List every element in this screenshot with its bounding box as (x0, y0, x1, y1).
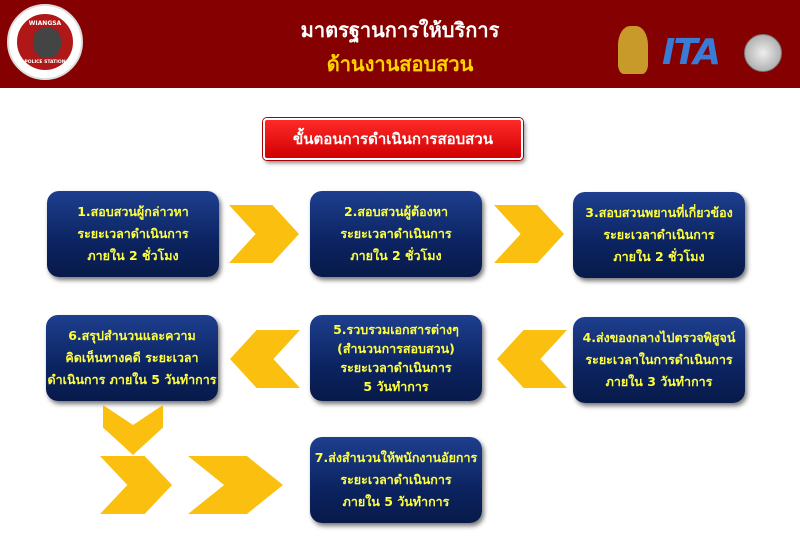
step-text-line: ระยะเวลาดำเนินการ (340, 472, 452, 487)
step-text-line: 3.สอบสวนพยานที่เกี่ยวข้อง (585, 205, 733, 220)
step-text-line: (สำนวนการสอบสวน) (337, 341, 455, 356)
step-text-line: ภายใน 2 ชั่วโมง (613, 249, 705, 264)
step-text-line: ระยะเวลาดำเนินการ (340, 360, 452, 375)
step-text-line: 2.สอบสวนผู้ต้องหา (343, 204, 449, 219)
step-4-box: 4.ส่งของกลางไปตรวจพิสูจน์ระยะเวลาในการดำ… (573, 317, 745, 403)
step-5-box: 5.รวบรวมเอกสารต่างๆ (สำนวนการสอบสวน) ระยะเ… (310, 315, 482, 401)
emblem-logo (618, 26, 648, 74)
step-text-line: ระยะเวลาในการดำเนินการ (585, 352, 733, 367)
step-text-line: ภายใน 2 ชั่วโมง (87, 248, 179, 263)
arrow-right-icon (494, 205, 564, 263)
step-2-box: 2.สอบสวนผู้ต้องหาระยะเวลาดำเนินการภายใน … (310, 191, 482, 277)
page-title: มาตรฐานการให้บริการ (300, 18, 500, 42)
step-text-line: 4.ส่งของกลางไปตรวจพิสูจน์ (582, 330, 736, 345)
police-station-logo: WIANGSA POLICE STATION (7, 4, 83, 80)
step-text-line: ระยะเวลาดำเนินการ (340, 226, 452, 241)
logo-text-bottom: POLICE STATION (24, 60, 66, 65)
step-7-box: 7.ส่งสำนวนให้พนักงานอัยการระยะเวลาดำเนิน… (310, 437, 482, 523)
step-1-box: 1.สอบสวนผู้กล่าวหาระยะเวลาดำเนินการภายใน… (47, 191, 219, 277)
section-title-button: ขั้นตอนการดำเนินการสอบสวน (263, 118, 523, 160)
arrow-left-icon (230, 330, 300, 388)
step-text-line: 6.สรุปสำนวนและความ (68, 328, 196, 343)
arrow-right-icon (188, 456, 283, 514)
step-text-line: 7.ส่งสำนวนให้พนักงานอัยการ (314, 450, 478, 465)
step-text-line: 5.รวบรวมเอกสารต่างๆ (333, 322, 459, 337)
step-text-line: คิดเห็นทางคดี ระยะเวลา (65, 350, 199, 365)
arrow-left-icon (497, 330, 567, 388)
step-text-line: ดำเนินการ ภายใน 5 วันทำการ (47, 372, 217, 387)
header: WIANGSA POLICE STATION มาตรฐานการให้บริก… (0, 0, 800, 88)
step-text-line: ระยะเวลาดำเนินการ (77, 226, 189, 241)
step-text-line: ภายใน 2 ชั่วโมง (350, 248, 442, 263)
step-text-line: ภายใน 3 วันทำการ (605, 374, 713, 389)
logo-text-top: WIANGSA (28, 20, 62, 27)
step-text-line: ระยะเวลาดำเนินการ (603, 227, 715, 242)
page-subtitle: ด้านงานสอบสวน (326, 52, 474, 76)
step-text-line: ภายใน 5 วันทำการ (342, 494, 450, 509)
police-seal-logo (744, 34, 782, 72)
step-3-box: 3.สอบสวนพยานที่เกี่ยวข้องระยะเวลาดำเนินก… (573, 192, 745, 278)
arrow-right-icon (229, 205, 299, 263)
arrow-down-icon (103, 405, 163, 455)
step-6-box: 6.สรุปสำนวนและความคิดเห็นทางคดี ระยะเวลา… (46, 315, 218, 401)
step-text-line: 1.สอบสวนผู้กล่าวหา (77, 204, 189, 219)
arrow-right-icon (100, 456, 172, 514)
ita-logo: ITA (662, 32, 721, 73)
step-text-line: 5 วันทำการ (363, 379, 429, 394)
